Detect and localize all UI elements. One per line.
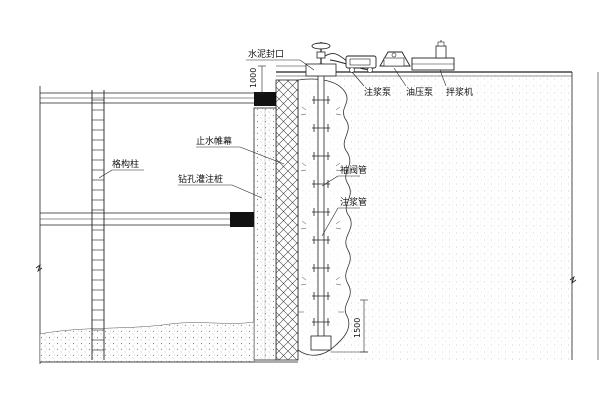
upper-waling-beam — [254, 92, 276, 106]
lattice-column — [91, 90, 105, 360]
label-bored-pile: 钻孔灌注桩 — [178, 173, 223, 185]
bored-pile-wall — [253, 107, 277, 361]
grout-head — [311, 42, 331, 64]
oil-pump-machine — [379, 51, 411, 67]
cement-seal — [276, 63, 337, 77]
lower-waling-beam — [230, 212, 254, 227]
mixer-machine — [411, 40, 455, 71]
excavation-area — [35, 86, 298, 364]
label-sleeve-pipe: 袖阀管 — [340, 164, 367, 176]
label-lattice-column: 格构柱 — [112, 158, 139, 170]
leader-lines — [98, 59, 447, 237]
label-grout-pipe: 注浆管 — [340, 196, 367, 208]
waterproof-curtain — [275, 79, 299, 361]
dimension-top-label: 1000 — [249, 68, 258, 88]
dimension-top — [258, 65, 266, 95]
grout-pump-machine — [345, 55, 377, 73]
dimension-bottom — [331, 299, 368, 353]
label-waterproof-curtain: 止水帷幕 — [196, 135, 232, 147]
label-oil-pump: 油压泵 — [406, 86, 433, 98]
grout-pipe-assembly — [298, 63, 344, 351]
sleeve-valves — [312, 96, 330, 326]
label-mixer: 拌浆机 — [446, 86, 473, 98]
grout-diffusion-zone — [297, 78, 352, 356]
label-cement-seal: 水泥封口 — [248, 48, 284, 60]
label-grout-pump: 注浆泵 — [364, 86, 391, 98]
dimension-bottom-label: 1500 — [353, 318, 362, 338]
